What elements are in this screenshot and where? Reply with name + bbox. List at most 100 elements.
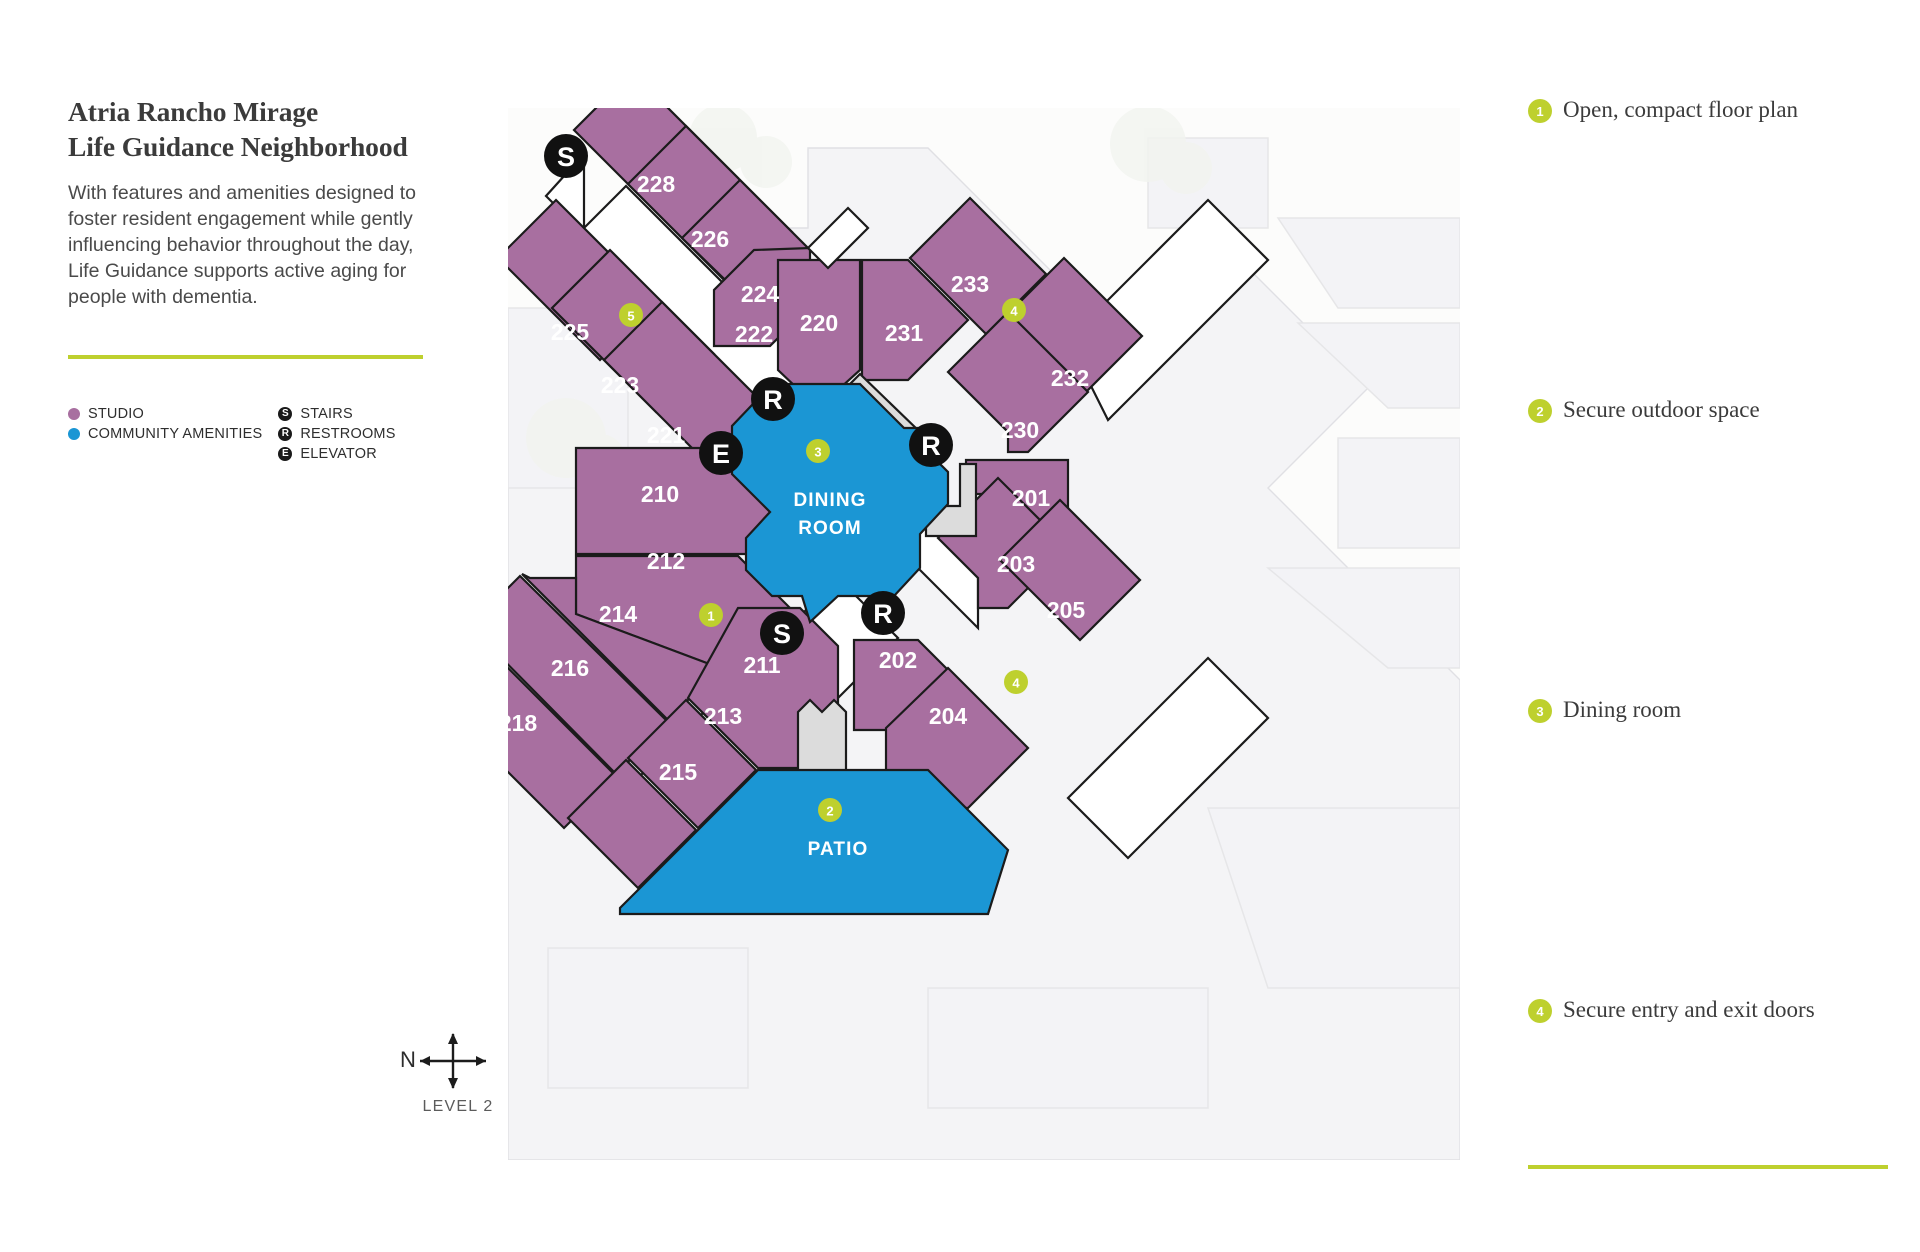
stairs-marker-center[interactable]: S bbox=[760, 611, 804, 655]
elevator-marker[interactable]: E bbox=[699, 431, 743, 475]
facility-markers[interactable]: S R E R R bbox=[508, 134, 953, 791]
room-label-214: 214 bbox=[599, 601, 638, 627]
compass-north-label: N bbox=[400, 1047, 416, 1072]
feature-label-4: Secure entry and exit doors bbox=[1563, 997, 1815, 1022]
title-line-1: Atria Rancho Mirage bbox=[68, 96, 319, 127]
legend-label-studio: STUDIO bbox=[88, 406, 144, 422]
elevator-icon: E bbox=[278, 447, 293, 461]
room-label-223: 223 bbox=[601, 372, 639, 398]
map-legend: STUDIO COMMUNITY AMENITIES S STAIRS R RE… bbox=[68, 405, 468, 463]
room-label-220: 220 bbox=[800, 310, 838, 336]
callout-1-floor-plan[interactable]: 1 bbox=[699, 603, 723, 627]
svg-text:4: 4 bbox=[1010, 304, 1018, 319]
studio-swatch-icon bbox=[68, 408, 80, 420]
svg-text:2: 2 bbox=[826, 804, 833, 819]
feature-label-3: Dining room bbox=[1563, 697, 1682, 722]
room-label-202: 202 bbox=[879, 647, 917, 673]
svg-text:4: 4 bbox=[1012, 676, 1020, 691]
legend-item-restrooms: R RESTROOMS bbox=[278, 425, 395, 443]
restrooms-icon: R bbox=[278, 427, 293, 441]
svg-text:R: R bbox=[921, 431, 941, 461]
stairs-icon: S bbox=[278, 407, 293, 421]
room-label-203: 203 bbox=[997, 551, 1035, 577]
room-215 bbox=[566, 758, 698, 890]
patio-shape bbox=[618, 768, 1010, 916]
feature-label-2: Secure outdoor space bbox=[1563, 397, 1760, 422]
room-label-204: 204 bbox=[929, 703, 968, 729]
room-label-218: 218 bbox=[508, 710, 537, 736]
legend-color-column: STUDIO COMMUNITY AMENITIES bbox=[68, 405, 262, 463]
legend-label-amenities: COMMUNITY AMENITIES bbox=[88, 426, 263, 442]
legend-item-elevator: E ELEVATOR bbox=[278, 445, 395, 463]
amenity-labels: DINING ROOM PATIO bbox=[793, 490, 867, 860]
room-label-215: 215 bbox=[659, 759, 698, 785]
svg-text:1: 1 bbox=[707, 609, 714, 624]
amenity-swatch-icon bbox=[68, 428, 80, 440]
room-label-228: 228 bbox=[637, 171, 676, 197]
room-label-233: 233 bbox=[951, 271, 989, 297]
svg-text:R: R bbox=[763, 385, 783, 415]
feature-badge-2: 2 bbox=[1528, 399, 1552, 423]
room-label-222: 222 bbox=[735, 321, 773, 347]
svg-text:S: S bbox=[557, 142, 575, 172]
restroom-marker-se[interactable]: R bbox=[861, 591, 905, 635]
legend-item-studio: STUDIO bbox=[68, 405, 262, 423]
room-label-221: 221 bbox=[647, 422, 686, 448]
room-label-225: 225 bbox=[551, 319, 590, 345]
dining-room-label-line2: ROOM bbox=[798, 518, 862, 539]
legend-icon-column: S STAIRS R RESTROOMS E ELEVATOR bbox=[278, 405, 395, 463]
feature-list: 1 Open, compact floor plan 2 Secure outd… bbox=[1528, 96, 1888, 1252]
compass-icon: N bbox=[400, 1033, 486, 1089]
feature-item-4: 4 Secure entry and exit doors bbox=[1528, 996, 1888, 1252]
service-block-right bbox=[924, 462, 978, 538]
page-title: Atria Rancho Mirage Life Guidance Neighb… bbox=[68, 95, 468, 165]
callout-5-memory-boxes[interactable]: 5 bbox=[619, 303, 643, 327]
dining-room-label-line1: DINING bbox=[793, 490, 866, 511]
room-label-232: 232 bbox=[1051, 365, 1089, 391]
right-divider-rule bbox=[1528, 1165, 1888, 1169]
left-divider-rule bbox=[68, 355, 423, 359]
room-label-201: 201 bbox=[1012, 485, 1051, 511]
room-label-216: 216 bbox=[551, 655, 589, 681]
svg-text:S: S bbox=[773, 619, 791, 649]
room-label-230: 230 bbox=[1001, 417, 1039, 443]
svg-text:E: E bbox=[712, 439, 730, 469]
svg-text:R: R bbox=[873, 599, 893, 629]
room-205 bbox=[998, 498, 1142, 642]
legend-label-restrooms: RESTROOMS bbox=[300, 426, 396, 442]
feature-item-2: 2 Secure outdoor space bbox=[1528, 396, 1888, 696]
intro-paragraph: With features and amenities designed to … bbox=[68, 181, 416, 308]
feature-item-1: 1 Open, compact floor plan bbox=[1528, 96, 1888, 396]
svg-text:3: 3 bbox=[814, 445, 821, 460]
compass-rose: N LEVEL 2 bbox=[390, 1030, 530, 1116]
level-label: LEVEL 2 bbox=[422, 1098, 494, 1115]
restroom-marker-ne[interactable]: R bbox=[909, 423, 953, 467]
title-line-2: Life Guidance Neighborhood bbox=[68, 130, 408, 162]
room-label-212: 212 bbox=[647, 548, 685, 574]
room-label-226: 226 bbox=[691, 226, 729, 252]
room-213 bbox=[626, 698, 758, 830]
stairs-marker-north[interactable]: S bbox=[544, 134, 588, 178]
floor-plan-map[interactable]: 228 226 224 220 233 225 222 231 232 223 … bbox=[508, 108, 1460, 1160]
callout-4-entry-north[interactable]: 4 bbox=[1002, 298, 1026, 322]
room-labels: 228 226 224 220 233 225 222 231 232 223 … bbox=[508, 171, 1089, 785]
room-label-211: 211 bbox=[743, 652, 780, 678]
feature-callouts[interactable]: 5 4 3 1 4 bbox=[619, 298, 1028, 822]
legend-label-stairs: STAIRS bbox=[300, 406, 353, 422]
corridor-reveals bbox=[806, 206, 870, 270]
feature-badge-4: 4 bbox=[1528, 999, 1552, 1023]
restroom-marker-nw[interactable]: R bbox=[751, 377, 795, 421]
room-231 bbox=[860, 258, 970, 382]
feature-badge-3: 3 bbox=[1528, 699, 1552, 723]
svg-text:5: 5 bbox=[627, 309, 634, 324]
callout-4-entry-south[interactable]: 4 bbox=[1004, 670, 1028, 694]
legend-item-stairs: S STAIRS bbox=[278, 405, 395, 423]
legend-label-elevator: ELEVATOR bbox=[300, 446, 377, 462]
floor-plan-svg[interactable]: 228 226 224 220 233 225 222 231 232 223 … bbox=[508, 108, 1460, 1160]
room-label-205: 205 bbox=[1047, 597, 1086, 623]
callout-3-dining[interactable]: 3 bbox=[806, 439, 830, 463]
legend-item-community-amenities: COMMUNITY AMENITIES bbox=[68, 425, 262, 443]
callout-2-outdoor[interactable]: 2 bbox=[818, 798, 842, 822]
left-info-panel: Atria Rancho Mirage Life Guidance Neighb… bbox=[68, 95, 468, 310]
